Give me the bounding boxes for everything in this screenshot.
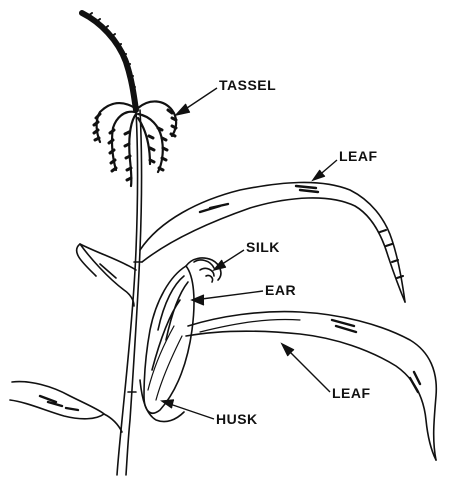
label-husk: HUSK [216, 411, 258, 427]
bottom-leaf-sheath [104, 414, 122, 432]
bottom-left-leaf [10, 382, 104, 419]
label-silk: SILK [246, 239, 280, 255]
label-tassel: TASSEL [219, 77, 276, 93]
pointer-ear [194, 291, 263, 300]
arrowhead-husk [162, 400, 174, 408]
label-leaf-top: LEAF [339, 148, 378, 164]
ear-husk-outer [144, 266, 194, 413]
label-ear: EAR [265, 282, 296, 298]
lower-leaf-lower [186, 331, 436, 460]
lower-leaf-upper [188, 312, 436, 460]
bottom-left-leaf-veins [40, 396, 78, 410]
ear-husk-inner [152, 276, 188, 370]
lower-leaf-midfold [200, 320, 300, 333]
arrowhead-tassel [176, 104, 190, 115]
upper-left-leaf-tip [77, 244, 116, 278]
upper-left-leaf [80, 244, 136, 306]
tassel-spike [82, 13, 136, 110]
label-leaf-bottom: LEAF [332, 385, 371, 401]
